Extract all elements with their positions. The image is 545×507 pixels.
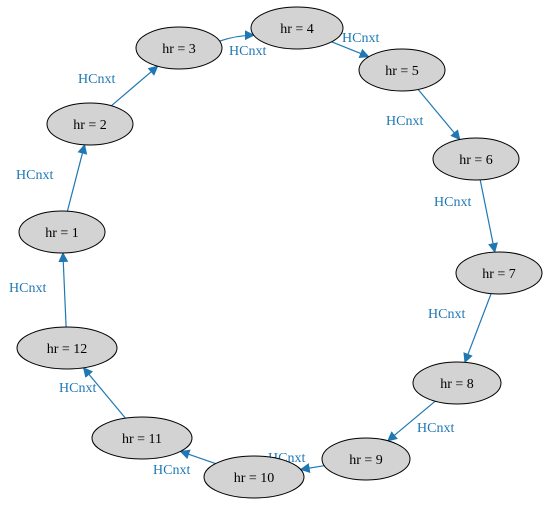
edge-n9-n10 (299, 463, 325, 474)
node-ellipse (358, 48, 446, 92)
edge-n4-n5 (331, 41, 370, 58)
node-n3: hr = 3 (135, 26, 223, 70)
node-label: hr = 8 (440, 377, 474, 392)
node-label: hr = 10 (234, 471, 275, 486)
node-n7: hr = 7 (455, 251, 543, 295)
node-label: hr = 3 (162, 42, 196, 57)
node-n6: hr = 6 (432, 137, 520, 181)
edge-n12-n1 (58, 252, 69, 328)
node-ellipse (321, 437, 411, 481)
node-n11: hr = 11 (91, 416, 193, 460)
node-n12: hr = 12 (16, 326, 118, 370)
node-ellipse (432, 137, 520, 181)
edge-label-n5-n6: HCnxt (386, 114, 423, 129)
edge-n11-n12 (82, 367, 126, 419)
edge-label-n4-n5: HCnxt (342, 31, 379, 46)
node-ellipse (46, 102, 134, 146)
node-ellipse (412, 361, 502, 405)
node-label: hr = 2 (73, 118, 107, 133)
node-n9: hr = 9 (321, 437, 411, 481)
edge-label-n3-n4: HCnxt (229, 44, 266, 59)
node-label: hr = 12 (47, 342, 88, 357)
edge-label-n11-n12: HCnxt (59, 381, 96, 396)
node-n5: hr = 5 (358, 48, 446, 92)
node-label: hr = 4 (280, 22, 314, 37)
edge-label-n1-n2: HCnxt (16, 168, 53, 183)
edge-label-n7-n8: HCnxt (428, 307, 465, 322)
edge-label-n10-n11: HCnxt (153, 463, 190, 478)
edge-n7-n8 (463, 293, 492, 364)
nodes-layer: hr = 1 hr = 2 hr = 3 hr = 4 hr = 5 hr = 6 hr =… (16, 6, 543, 499)
node-ellipse (203, 455, 305, 499)
node-label: hr = 5 (385, 64, 419, 79)
node-label: hr = 6 (459, 153, 493, 168)
node-ellipse (135, 26, 223, 70)
edge-n2-n3 (110, 65, 159, 107)
node-ellipse (16, 326, 118, 370)
node-ellipse (250, 6, 344, 50)
node-n10: hr = 10 (203, 455, 305, 499)
node-n8: hr = 8 (412, 361, 502, 405)
edge-n3-n4 (219, 30, 255, 42)
edge-n8-n9 (387, 400, 436, 442)
node-ellipse (18, 210, 106, 254)
node-n2: hr = 2 (46, 102, 134, 146)
edge-label-n6-n7: HCnxt (434, 195, 471, 210)
node-label: hr = 7 (482, 267, 516, 282)
edge-n6-n7 (479, 179, 498, 254)
node-label: hr = 1 (45, 226, 79, 241)
node-n4: hr = 4 (250, 6, 344, 50)
node-label: hr = 11 (122, 432, 162, 447)
node-label: hr = 9 (349, 453, 383, 468)
edge-label-n2-n3: HCnxt (78, 72, 115, 87)
edge-label-n8-n9: HCnxt (417, 421, 454, 436)
edge-n1-n2 (66, 143, 88, 212)
edge-n5-n6 (417, 89, 461, 141)
edge-n10-n11 (179, 449, 216, 465)
edges-layer: HCnxtHCnxtHCnxtHCnxtHCnxtHCnxtHCnxtHCnxt… (9, 30, 498, 478)
node-ellipse (455, 251, 543, 295)
node-ellipse (91, 416, 193, 460)
edge-label-n12-n1: HCnxt (9, 281, 46, 296)
node-n1: hr = 1 (18, 210, 106, 254)
